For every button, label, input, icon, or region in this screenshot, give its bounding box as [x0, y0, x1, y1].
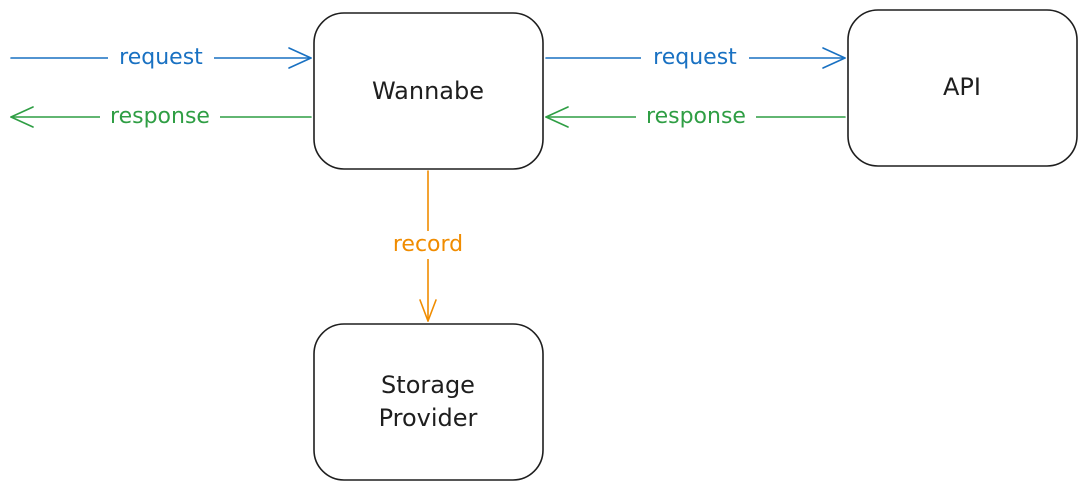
record-arrowhead: [419, 299, 437, 322]
api-box: [847, 9, 1078, 167]
record-label: record: [393, 232, 463, 257]
api-request-edge: request: [545, 44, 846, 72]
client-request-edge: request: [10, 44, 312, 72]
client-response-arrowhead: [10, 106, 34, 128]
api-response-arrowhead: [545, 106, 569, 128]
storage-provider-box: [313, 323, 544, 481]
api-request-label: request: [653, 45, 737, 70]
api-label: API: [943, 73, 981, 101]
api-request-arrowhead: [822, 47, 846, 69]
wannabe-box: [313, 12, 544, 170]
client-request-arrowhead: [288, 47, 312, 69]
wannabe-label: Wannabe: [372, 77, 484, 105]
record-edge: record: [380, 170, 476, 322]
api-response-label: response: [646, 104, 746, 129]
client-request-label: request: [119, 45, 203, 70]
storage-provider-label-line-2: Provider: [379, 404, 478, 432]
api-node[interactable]: API: [847, 9, 1078, 167]
client-response-edge: response: [10, 103, 312, 131]
wannabe-node[interactable]: Wannabe: [313, 12, 544, 170]
storage-provider-node[interactable]: Storage Provider: [313, 323, 544, 481]
storage-provider-label-line-1: Storage: [381, 371, 475, 399]
api-response-edge: response: [545, 103, 846, 131]
client-response-label: response: [110, 104, 210, 129]
